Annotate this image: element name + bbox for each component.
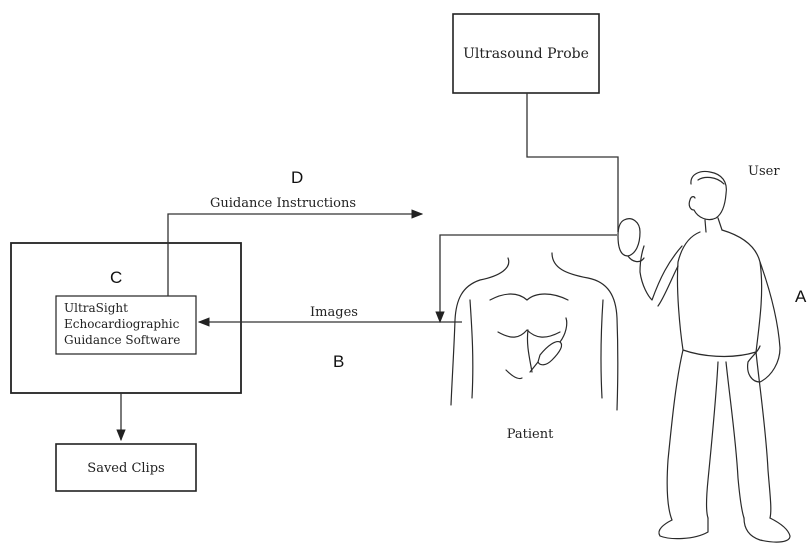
images-label: Images — [310, 305, 358, 320]
image-feed-line — [435, 234, 617, 324]
software-label-3: Guidance Software — [64, 333, 180, 347]
probe-cable — [526, 93, 619, 232]
saved-clips-label: Saved Clips — [87, 461, 164, 476]
software-label-2: Echocardiographic — [64, 317, 180, 331]
guidance-arrow — [167, 209, 424, 296]
computer-frame — [10, 242, 242, 394]
patient-figure — [450, 252, 619, 411]
guidance-label: Guidance Instructions — [210, 196, 356, 211]
marker-a: A — [795, 287, 807, 306]
marker-d: D — [291, 168, 303, 187]
user-label: User — [748, 164, 780, 179]
software-label-1: UltraSight — [64, 301, 128, 315]
marker-c: C — [110, 268, 122, 287]
software-box — [55, 295, 197, 355]
probe-box — [452, 13, 600, 94]
probe-label: Ultrasound Probe — [463, 46, 589, 62]
marker-b: B — [333, 352, 344, 371]
saved-clips-box — [55, 443, 197, 492]
user-figure — [617, 170, 791, 543]
patient-label: Patient — [507, 427, 554, 442]
